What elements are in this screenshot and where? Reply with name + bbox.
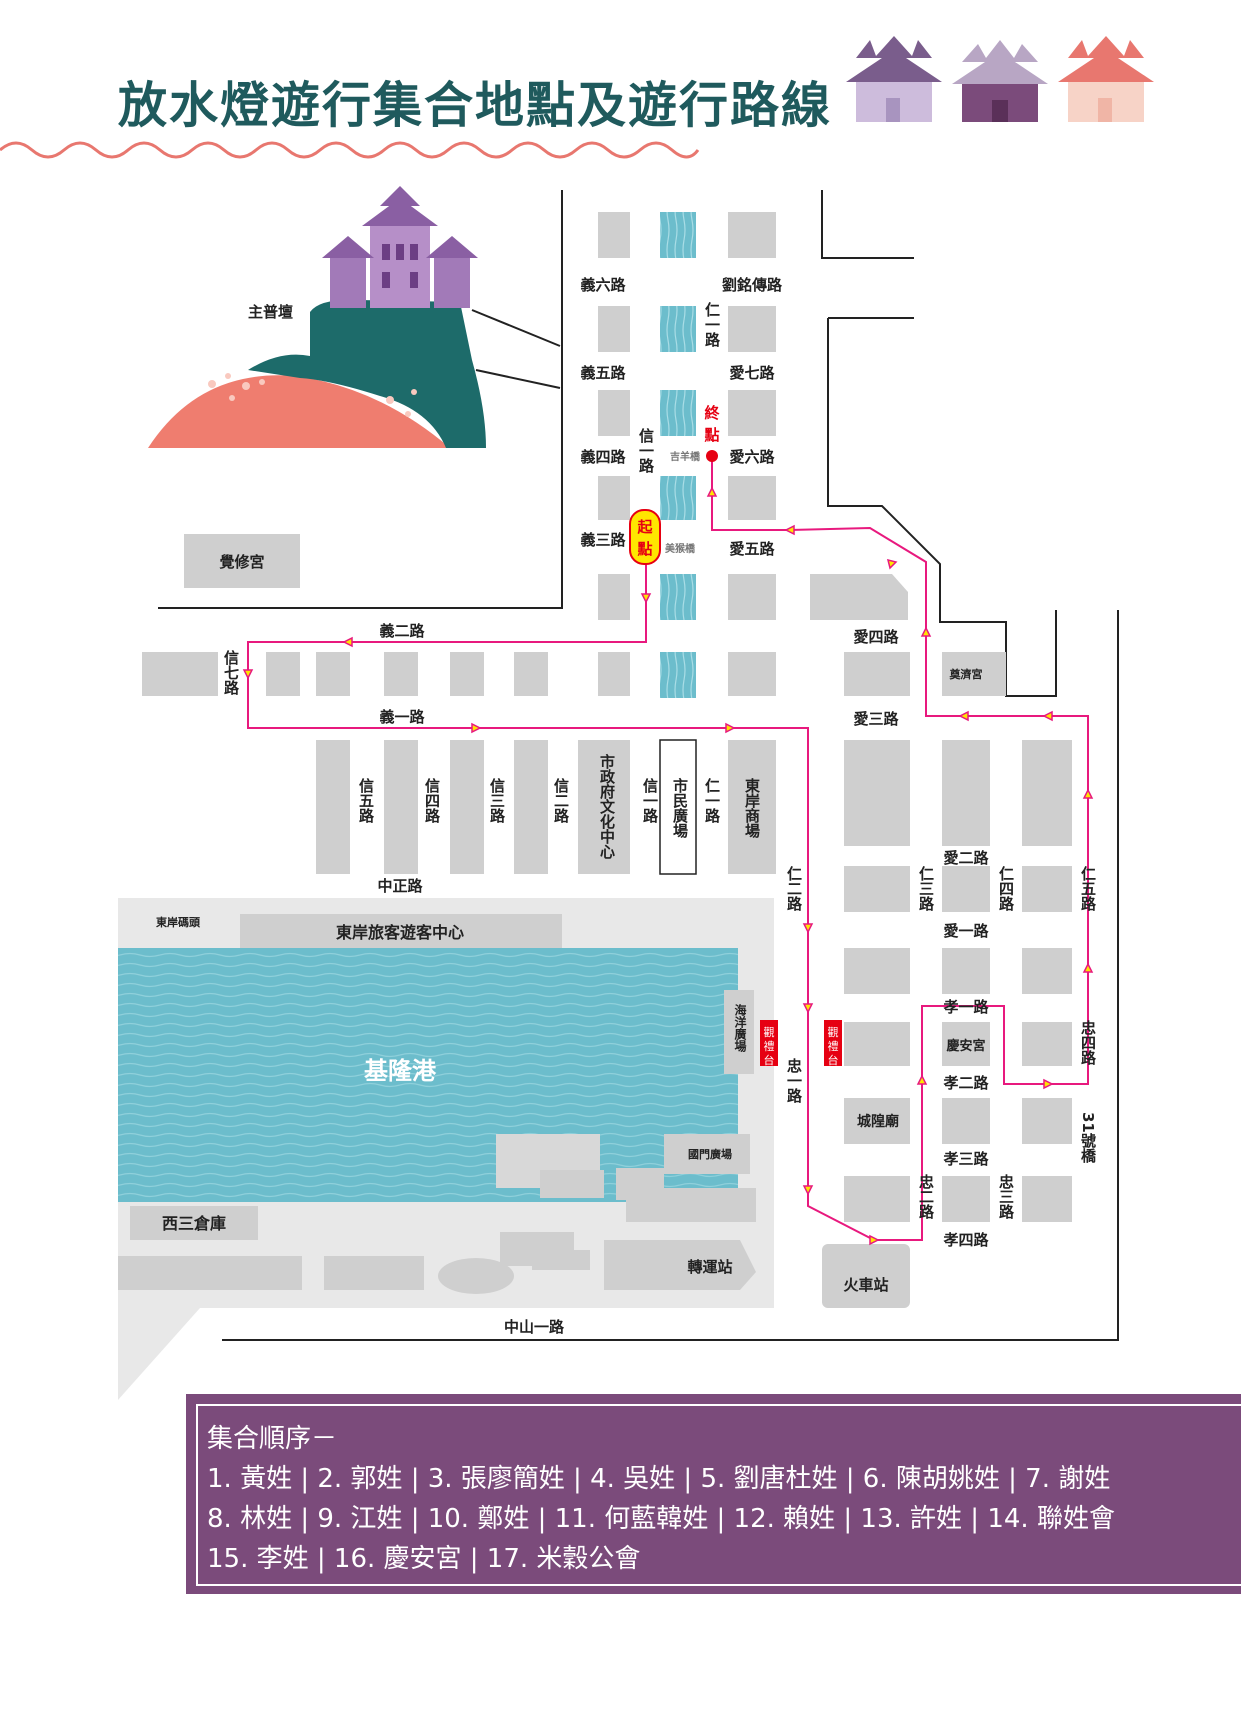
- label-ocean-plaza: 海洋廣場: [733, 1003, 747, 1053]
- label-juexiu-temple: 覺修宮: [218, 553, 264, 571]
- label-zhong3: 忠三路: [997, 1173, 1015, 1219]
- label-xin4: 信四路: [423, 777, 441, 823]
- canal: [659, 212, 697, 875]
- temple-icon-lavender: [846, 36, 942, 122]
- label-xiao1: 孝一路: [942, 998, 989, 1016]
- harbor-area: [118, 898, 910, 1400]
- svg-text:禮: 禮: [828, 1040, 839, 1053]
- temple-icon-pink: [1058, 36, 1154, 122]
- svg-text:台: 台: [828, 1053, 839, 1067]
- parade-route: [247, 456, 1089, 1241]
- label-qingan-temple: 慶安宮: [946, 1038, 985, 1054]
- label-xiao3: 孝三路: [942, 1150, 989, 1168]
- label-xin7: 信七路: [222, 649, 240, 695]
- label-meihou-bridge: 美猴橋: [665, 542, 696, 555]
- label-xiao2: 孝二路: [942, 1074, 989, 1092]
- label-dianji-temple: 奠濟宮: [949, 667, 983, 681]
- label-xiao4: 孝四路: [942, 1231, 989, 1249]
- label-zhongshan1: 中山一路: [504, 1318, 565, 1336]
- label-east-mall: 東岸商場: [743, 777, 761, 839]
- label-zhong2: 忠二路: [917, 1173, 935, 1219]
- label-ren1: 仁一路: [703, 777, 721, 823]
- label-xin5: 信五路: [357, 777, 375, 823]
- assembly-order-legend: [186, 1394, 1241, 1594]
- svg-text:台: 台: [764, 1053, 775, 1067]
- label-liu-mingchuan: 劉銘傳路: [722, 276, 783, 294]
- svg-text:禮: 禮: [764, 1040, 775, 1053]
- label-ai2: 愛二路: [943, 849, 989, 867]
- label-bridge31: 31號橋: [1079, 1112, 1097, 1164]
- label-ai6: 愛六路: [729, 448, 775, 466]
- label-ren1-north: 仁一路: [703, 301, 721, 347]
- label-ren4: 仁四路: [997, 865, 1015, 911]
- viewing-stand-1: 觀 禮 台: [760, 1020, 778, 1067]
- label-ai4: 愛四路: [853, 628, 899, 646]
- label-transit-station: 轉運站: [687, 1258, 732, 1276]
- label-zhong1: 忠一路: [785, 1057, 803, 1103]
- leader-line: [471, 309, 561, 347]
- label-xin1-north: 信一路: [637, 427, 655, 473]
- legend-line-3: 15. 李姓 | 16. 慶安宮 | 17. 米穀公會: [207, 1544, 641, 1574]
- label-harbor: 基隆港: [364, 1057, 437, 1085]
- start-marker: 起 點: [629, 509, 661, 565]
- label-yi3: 義三路: [580, 531, 626, 549]
- label-east-terminal: 東岸旅客遊客中心: [336, 923, 464, 942]
- label-train-station: 火車站: [843, 1276, 888, 1294]
- legend-line-2: 8. 林姓 | 9. 江姓 | 10. 鄭姓 | 11. 何藍韓姓 | 12. …: [207, 1504, 1115, 1534]
- start-marker-label-1: 起: [636, 518, 653, 536]
- route-direction-arrows: [242, 486, 1094, 1246]
- svg-text:觀: 觀: [828, 1026, 839, 1039]
- label-zhongzheng: 中正路: [377, 877, 423, 895]
- svg-text:觀: 觀: [764, 1026, 775, 1039]
- page-title: 放水燈遊行集合地點及遊行路線: [118, 77, 833, 134]
- label-jiyang-bridge: 吉羊橋: [670, 450, 701, 463]
- temple-icon-purple: [952, 40, 1048, 122]
- zhupu-altar-illustration: [148, 186, 486, 448]
- label-ren2: 仁二路: [785, 865, 803, 911]
- label-east-wharf: 東岸碼頭: [156, 915, 201, 929]
- label-yi4: 義四路: [580, 448, 626, 466]
- label-xin3: 信三路: [488, 777, 506, 823]
- label-yi2: 義二路: [379, 622, 425, 640]
- start-marker-label-2: 點: [637, 540, 652, 558]
- label-gate-plaza: 國門廣場: [688, 1147, 732, 1161]
- label-ai3: 愛三路: [853, 710, 899, 728]
- label-city-god-temple: 城隍廟: [857, 1113, 899, 1130]
- leader-line: [475, 369, 561, 389]
- end-marker-label-1: 終: [704, 404, 720, 422]
- label-yi6: 義六路: [580, 276, 626, 294]
- label-ren3: 仁三路: [917, 865, 935, 911]
- label-yi1: 義一路: [379, 708, 425, 726]
- legend-border: [196, 1404, 1241, 1586]
- label-yi5: 義五路: [580, 364, 626, 382]
- label-west-warehouse: 西三倉庫: [162, 1214, 226, 1233]
- legend-line-1: 1. 黃姓 | 2. 郭姓 | 3. 張廖簡姓 | 4. 吳姓 | 5. 劉唐杜…: [207, 1464, 1111, 1494]
- label-ai5: 愛五路: [729, 540, 775, 558]
- label-ren5: 仁五路: [1079, 865, 1097, 911]
- label-zhupu-altar: 主普壇: [248, 303, 293, 321]
- label-xin2: 信二路: [552, 777, 570, 823]
- label-ai1: 愛一路: [943, 922, 989, 940]
- city-blocks: [142, 212, 1072, 1222]
- label-ai7: 愛七路: [729, 364, 775, 382]
- label-cultural-center: 市政府文化中心: [598, 753, 616, 860]
- label-civic-plaza: 市民廣場: [671, 777, 689, 839]
- viewing-stand-2: 觀 禮 台: [824, 1020, 842, 1067]
- legend-heading: 集合順序－: [207, 1424, 338, 1454]
- label-xin1: 信一路: [641, 777, 659, 823]
- wavy-divider: [0, 141, 700, 159]
- end-marker: 終 點: [704, 404, 720, 462]
- label-zhong4: 忠四路: [1079, 1019, 1097, 1065]
- end-marker-label-2: 點: [704, 426, 719, 444]
- road-outlines: [158, 190, 1119, 1341]
